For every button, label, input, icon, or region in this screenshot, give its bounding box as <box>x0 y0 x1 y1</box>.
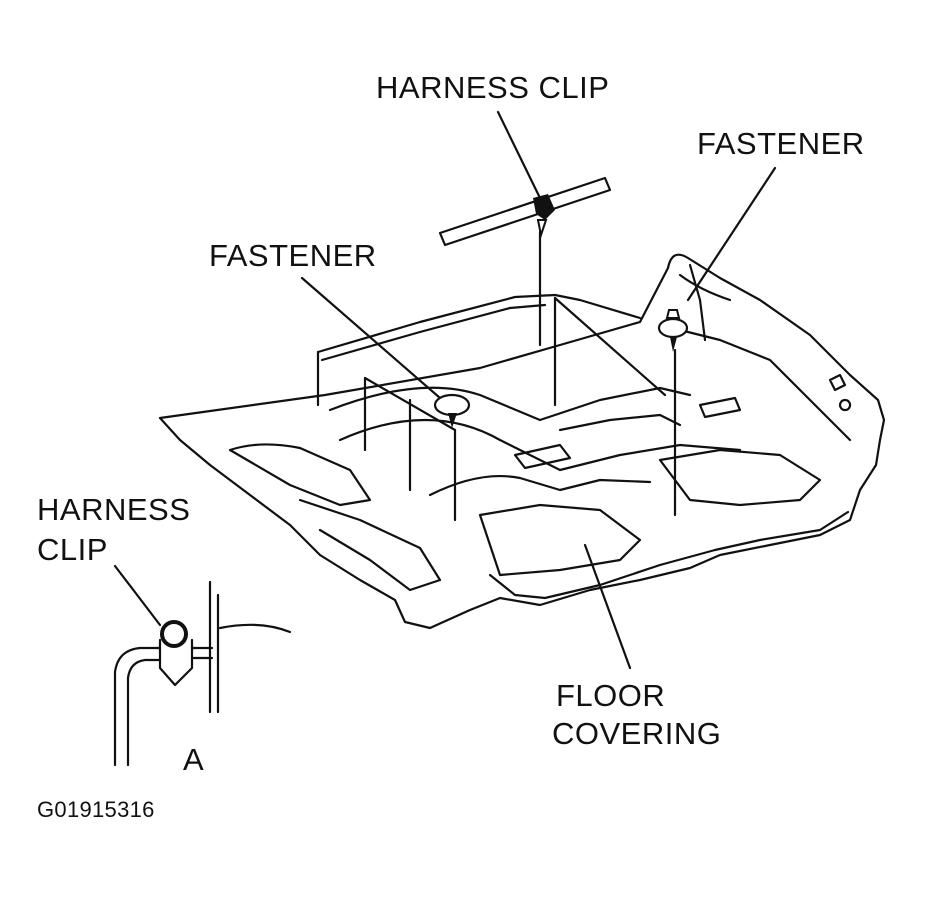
center-tunnel-lower <box>338 418 742 472</box>
rear-detail-4 <box>513 443 572 470</box>
callout-floor-covering-line2: COVERING <box>552 716 722 751</box>
detail-view-label: A <box>183 742 205 777</box>
rear-detail-1 <box>678 328 852 442</box>
leader-harness-clip-top <box>496 110 542 200</box>
fastener-left-icon <box>433 393 471 428</box>
floor-covering-lower-edge <box>488 510 850 600</box>
rear-detail-2 <box>698 396 742 419</box>
callout-harness-detail-line2: CLIP <box>37 532 108 567</box>
leader-harness-clip-detail <box>113 564 162 627</box>
rear-detail-5 <box>828 373 852 412</box>
figure-id: G01915316 <box>37 797 155 822</box>
left-footwell-2 <box>298 498 442 592</box>
right-footwell-2 <box>658 448 822 507</box>
leader-floor-covering <box>583 543 632 670</box>
detail-harness-pipe <box>113 646 162 767</box>
callout-fastener-right: FASTENER <box>697 126 865 161</box>
rear-detail-3 <box>558 413 682 432</box>
harness-clip-top-icon <box>533 194 555 239</box>
leader-fastener-left <box>300 276 442 400</box>
harness-clip-detail-icon <box>160 620 188 648</box>
detail-clip-stem <box>158 638 214 687</box>
callout-harness-clip-top: HARNESS CLIP <box>376 70 610 105</box>
callout-harness-detail-line1: HARNESS <box>37 492 191 527</box>
rear-wall <box>316 293 642 407</box>
guide-line-8 <box>363 376 457 432</box>
rear-wall-ridge <box>320 303 547 362</box>
floor-covering-outline <box>158 253 886 630</box>
harness-rod <box>438 176 612 247</box>
center-tunnel <box>328 386 692 422</box>
guide-line-7 <box>553 296 667 397</box>
callout-floor-covering-line1: FLOOR <box>556 678 666 713</box>
center-tunnel-base <box>428 475 652 497</box>
detail-wall-cut <box>218 623 292 634</box>
fastener-right-icon <box>657 309 689 352</box>
leader-fastener-right <box>686 166 777 302</box>
right-footwell <box>478 503 642 577</box>
left-footwell <box>228 443 372 507</box>
callout-fastener-left: FASTENER <box>209 238 377 273</box>
rear-detail-6 <box>678 263 732 342</box>
